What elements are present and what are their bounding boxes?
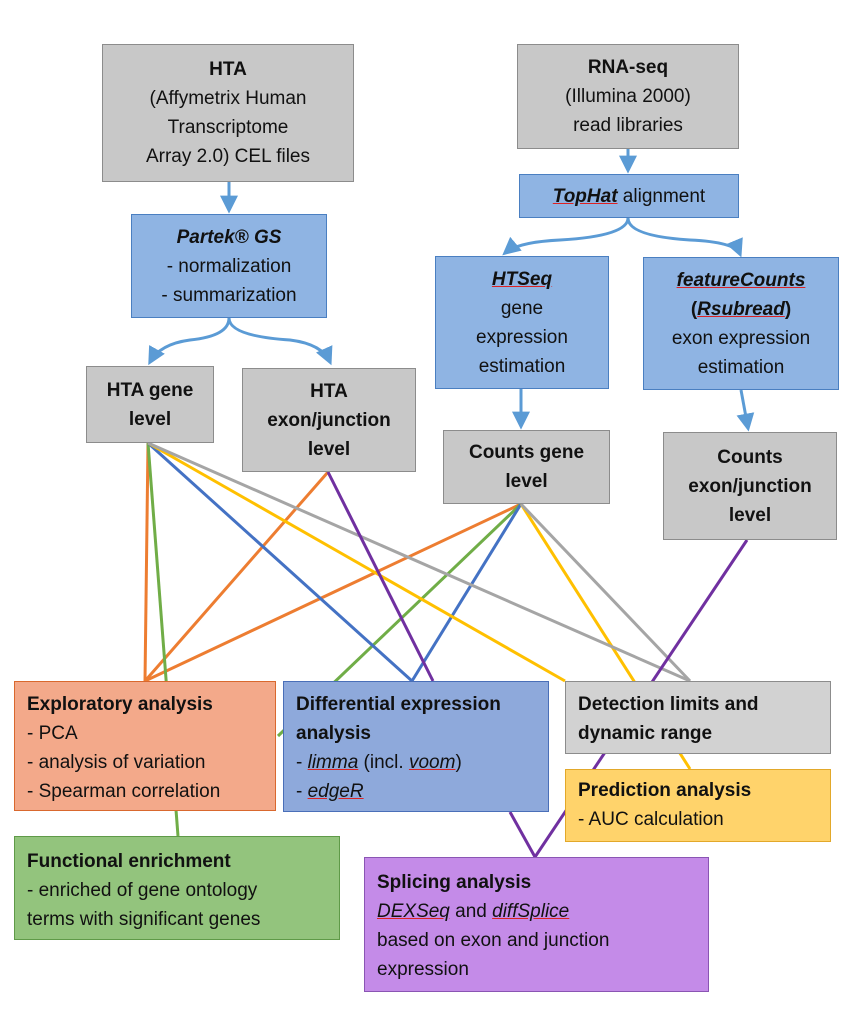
featurecounts-tool-name: featureCounts [676,269,806,291]
exploratory-analysis-title: Exploratory analysis [27,694,213,715]
hta-line-2: (Affymetrix Human [149,88,307,109]
link-blue-2 [410,503,523,682]
exploratory-analysis-box: Exploratory analysis - PCA - analysis of… [14,681,276,811]
link-yellow-1 [147,441,566,683]
featurecounts-box: featureCounts (Rsubread) exon expression… [643,257,839,390]
arrow-partek-to-hta-gene [148,317,231,366]
rnaseq-read-libraries-box: RNA-seq (Illumina 2000) read libraries [517,44,739,149]
hta-line-4: Array 2.0) CEL files [145,146,310,167]
arrow-partek-to-hta-exon [227,317,333,366]
hta-exon-junction-level-box: HTA exon/junction level [242,368,416,472]
detection-limits-box: Detection limits and dynamic range [565,681,831,754]
tophat-step: alignment [617,185,706,207]
splicing-analysis-title: Splicing analysis [377,872,532,893]
partek-step-2: - summarization [161,284,297,306]
link-purple-1 [326,471,435,682]
featurecounts-line-4: estimation [697,356,785,378]
htseq-tool-name: HTSeq [491,268,553,290]
partek-gs-box: Partek® GS - normalization - summarizati… [131,214,327,318]
differential-expression-box: Differential expression analysis - limma… [283,681,549,812]
link-orange-3 [144,502,522,683]
link-blue-1 [146,441,414,683]
rnaseq-title: RNA-seq [587,57,669,78]
hta-gene-level-box: HTA gene level [86,366,214,443]
arrow-featurecounts-to-counts-exon [736,389,755,432]
differential-expression-title: Differential expression [296,694,501,715]
tophat-alignment-box: TopHat alignment [519,174,739,218]
hta-title: HTA [209,59,247,80]
arrow-tophat-to-featurecounts [626,217,743,258]
link-orange-1 [143,442,150,682]
rnaseq-line-3: read libraries [573,115,683,136]
link-gray-1 [147,441,691,683]
arrow-tophat-to-htseq [502,217,630,256]
flow-arrows [148,149,755,432]
splicing-analysis-box: Splicing analysis DEXSeq and diffSplice … [364,857,709,992]
counts-exon-junction-level-box: Counts exon/junction level [663,432,837,540]
link-orange-2 [143,471,330,682]
hta-cel-files-box: HTA (Affymetrix Human Transcriptome Arra… [102,44,354,182]
prediction-analysis-title: Prediction analysis [578,780,752,801]
link-gray-2 [519,502,692,683]
counts-gene-level-box: Counts gene level [443,430,610,504]
htseq-box: HTSeq gene expression estimation [435,256,609,389]
functional-enrichment-title: Functional enrichment [27,851,231,872]
partek-step-1: - normalization [166,255,292,277]
prediction-analysis-box: Prediction analysis - AUC calculation [565,769,831,842]
functional-enrichment-box: Functional enrichment - enriched of gene… [14,836,340,940]
link-purple-2 [508,811,537,858]
htseq-line-3: expression [476,326,568,348]
featurecounts-line-3: exon expression [671,327,811,349]
hta-line-3: Transcriptome [167,117,289,138]
rnaseq-line-2: (Illumina 2000) [565,86,691,107]
partek-tool-name: Partek® GS [176,226,282,248]
htseq-line-2: gene [500,297,544,319]
tophat-tool-name: TopHat [552,185,618,207]
rsubread-package-name: Rsubread [697,298,785,320]
htseq-line-4: estimation [478,355,566,377]
